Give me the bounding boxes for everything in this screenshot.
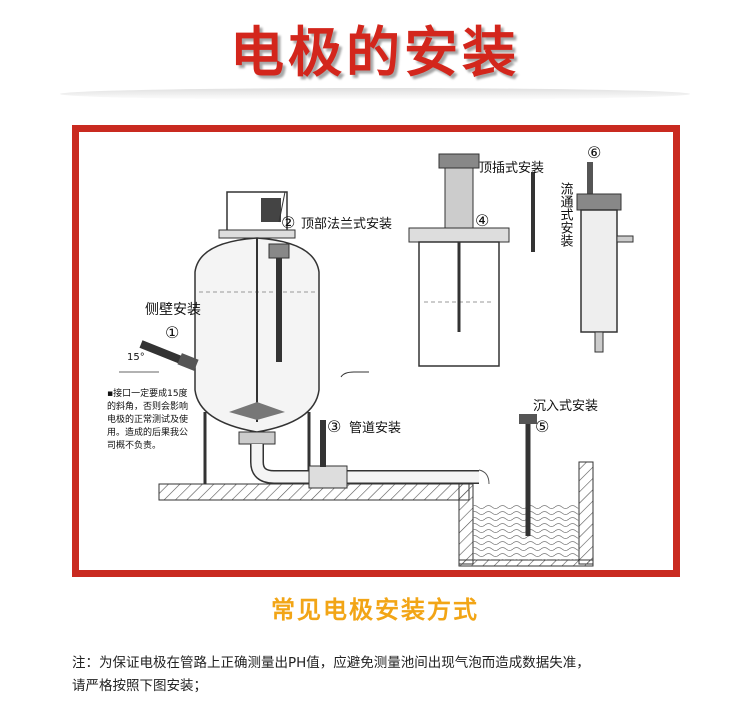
marker-4: ④: [475, 211, 489, 230]
flow-label: 流通式安装: [558, 182, 574, 247]
warning-line: 司概不负责。: [107, 439, 161, 451]
flow-through-cell: [576, 162, 634, 353]
marker-3: ③: [327, 417, 341, 436]
top-flange-label: 顶部法兰式安装: [301, 217, 392, 232]
reactor-tank: [194, 191, 490, 489]
top-flange-electrode: [268, 191, 290, 362]
marker-5: ⑤: [535, 417, 549, 436]
angle-label: 15°: [127, 352, 145, 363]
page-title: 电极的安装: [230, 21, 520, 84]
submerged-label: 沉入式安装: [533, 399, 598, 414]
note-line: 注：为保证电极在管路上正确测量出PH值，应避免测量池间出现气泡而造成数据失准，: [72, 655, 590, 671]
marker-1: ①: [165, 323, 179, 342]
pipe-label: 管道安装: [349, 421, 401, 436]
submerged-electrode: [519, 414, 537, 536]
marker-2: ②: [281, 213, 295, 232]
warning-line: 电极的正常测试及使: [107, 413, 188, 425]
marker-6: ⑥: [587, 143, 601, 162]
side-wall-label: 侧壁安装: [145, 302, 201, 318]
installation-diagram: 侧壁安装 ① 15° ② 顶部法兰式安装 ③ 管道安装 ④ 顶插式安装 ⑥ 流通…: [107, 143, 634, 567]
pipe-electrode: [320, 371, 369, 467]
warning-line: 用。造成的后果我公: [107, 426, 188, 438]
title-underline-shadow: [60, 88, 690, 100]
installation-diagram-frame: 侧壁安装 ① 15° ② 顶部法兰式安装 ③ 管道安装 ④ 顶插式安装 ⑥ 流通…: [72, 125, 680, 577]
diagram-caption: 常见电极安装方式: [271, 596, 479, 624]
warning-line: ▪接口一定要成15度: [107, 387, 188, 399]
warning-line: 的斜角，否则会影响: [107, 400, 188, 412]
top-insert-label: 顶插式安装: [479, 161, 544, 176]
installation-note: 注：为保证电极在管路上正确测量出PH值，应避免测量池间出现气泡而造成数据失准， …: [72, 652, 692, 698]
top-insertion-vessel: [408, 153, 535, 367]
note-line: 请严格按照下图安装；: [72, 678, 207, 694]
side-wall-electrode: [119, 340, 199, 373]
warning-note: ▪接口一定要成15度 的斜角，否则会影响 电极的正常测试及使 用。造成的后果我公…: [107, 387, 188, 451]
